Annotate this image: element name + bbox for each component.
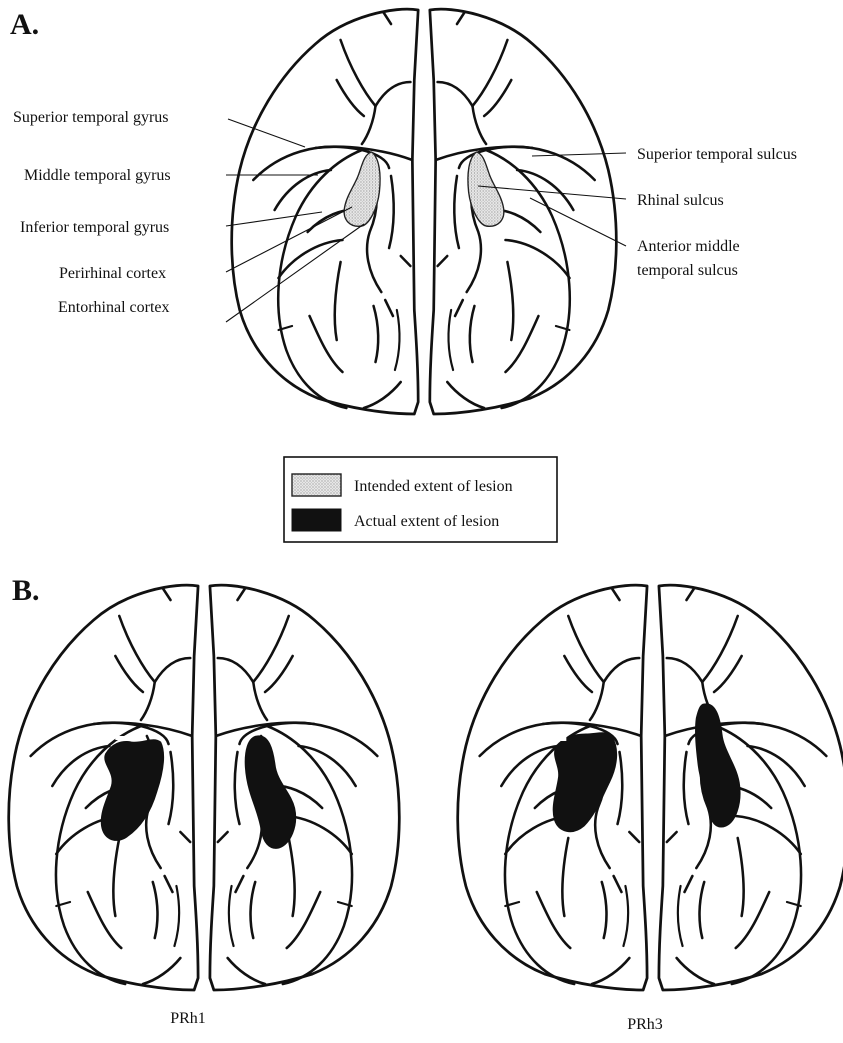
legend: Intended extent of lesion Actual extent … bbox=[284, 457, 557, 542]
legend-actual-label: Actual extent of lesion bbox=[354, 513, 499, 530]
legend-swatch-actual bbox=[292, 509, 341, 531]
legend-intended-label: Intended extent of lesion bbox=[354, 478, 513, 495]
brain-prh3 bbox=[458, 585, 843, 990]
label-perirhinal-cortex: Perirhinal cortex bbox=[59, 265, 166, 282]
label-middle-temporal-gyrus: Middle temporal gyrus bbox=[24, 167, 171, 184]
caption-prh1: PRh1 bbox=[170, 1010, 206, 1027]
label-anterior-middle-temporal-sulcus-line2: temporal sulcus bbox=[637, 262, 738, 279]
label-anterior-middle-temporal-sulcus-line1: Anterior middle bbox=[637, 238, 740, 255]
label-rhinal-sulcus: Rhinal sulcus bbox=[637, 192, 724, 209]
label-superior-temporal-gyrus: Superior temporal gyrus bbox=[13, 109, 169, 126]
panel-a-brain bbox=[232, 9, 617, 414]
panel-a-letter: A. bbox=[10, 8, 39, 41]
panel-a-left-hemisphere bbox=[232, 9, 418, 414]
panel-a-right-hemisphere bbox=[430, 9, 616, 414]
prh3-left-hemisphere bbox=[458, 585, 647, 990]
prh1-left-hemisphere bbox=[9, 585, 198, 990]
prh3-lesion-left-notch bbox=[553, 736, 567, 741]
prh1-lesion-left-notch bbox=[115, 736, 125, 740]
brain-prh1 bbox=[9, 585, 400, 990]
prh1-right-hemisphere bbox=[210, 585, 399, 990]
label-inferior-temporal-gyrus: Inferior temporal gyrus bbox=[20, 219, 169, 236]
label-superior-temporal-sulcus: Superior temporal sulcus bbox=[637, 146, 797, 163]
legend-swatch-intended bbox=[292, 474, 341, 496]
panel-b-letter: B. bbox=[12, 574, 40, 607]
prh3-right-hemisphere bbox=[659, 585, 843, 990]
caption-prh3: PRh3 bbox=[627, 1016, 663, 1033]
label-entorhinal-cortex: Entorhinal cortex bbox=[58, 299, 170, 316]
